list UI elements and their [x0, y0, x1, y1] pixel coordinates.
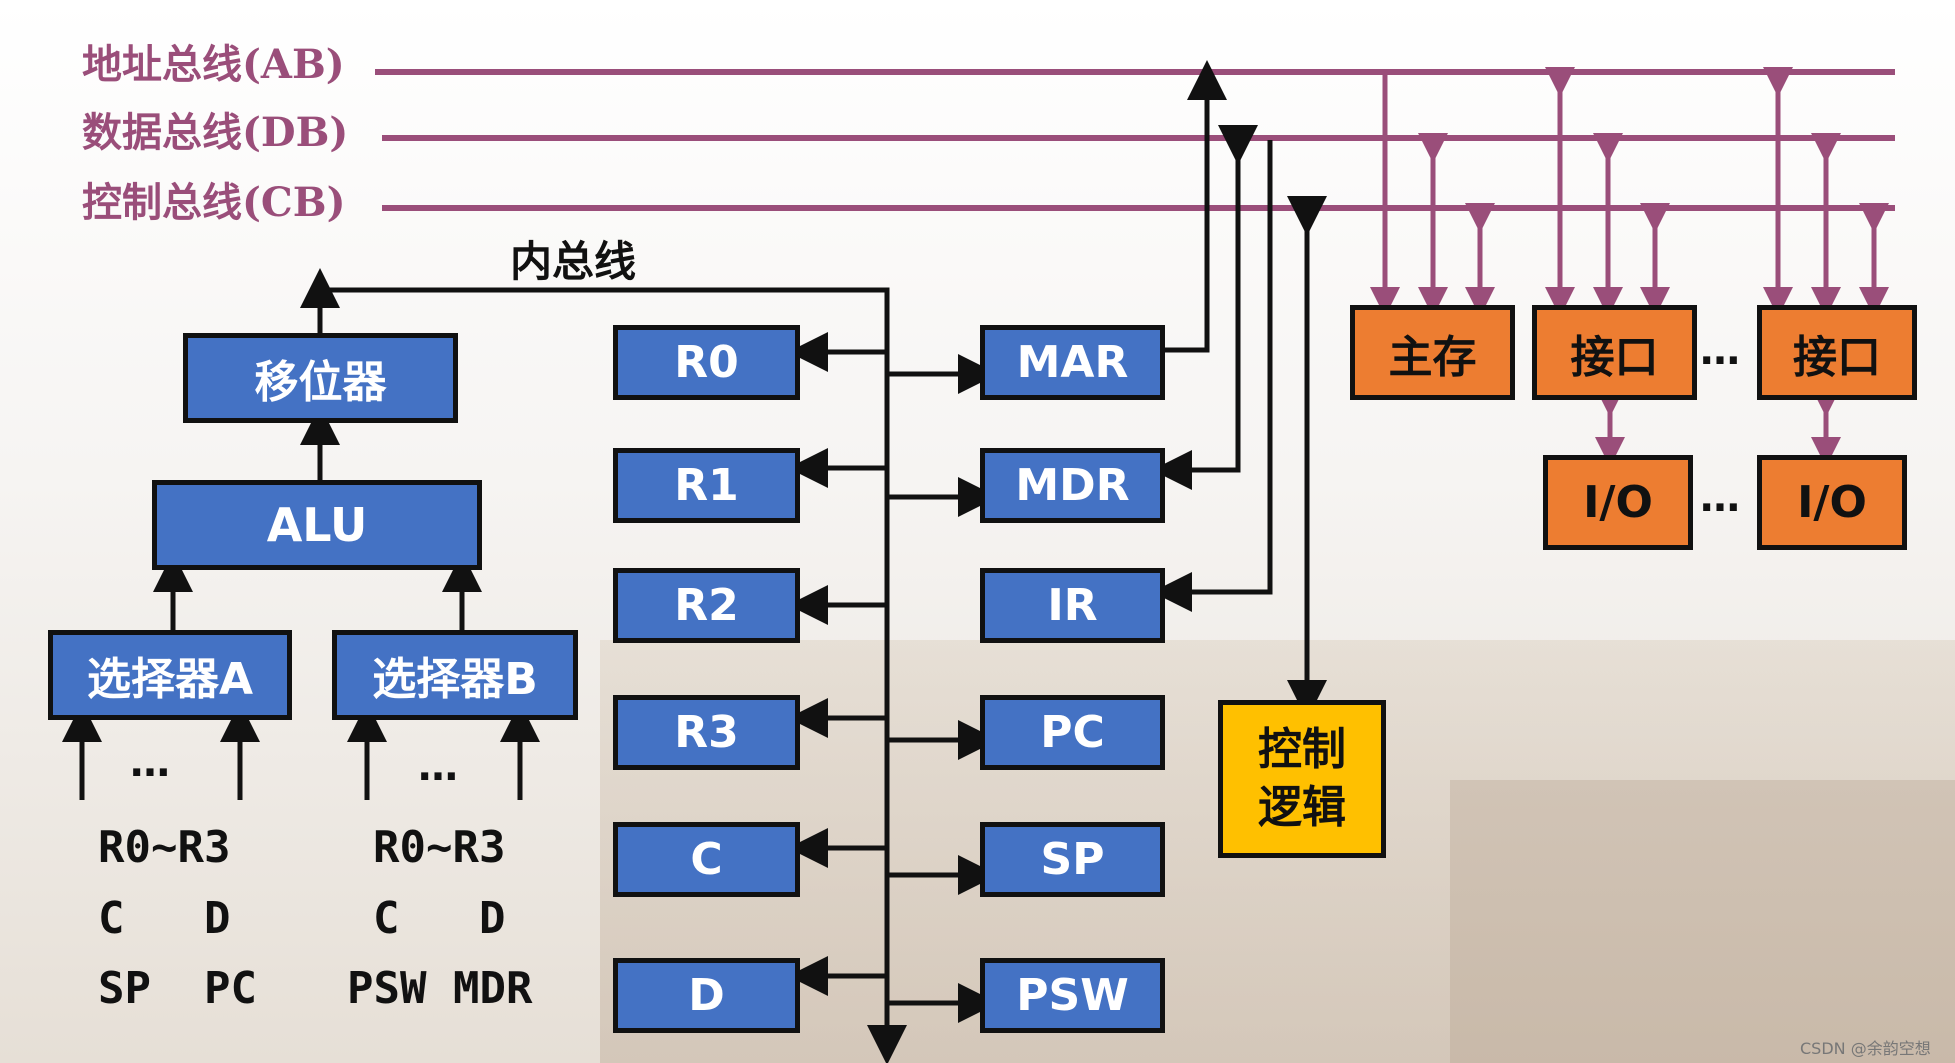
- alu-box: ALU: [152, 480, 482, 570]
- io-box-2: I/O: [1757, 455, 1907, 550]
- selector-a-input-1: R0~R3: [98, 822, 231, 873]
- register-c: C: [613, 822, 800, 897]
- bus-taps: [1370, 67, 1889, 467]
- selector-b-input-3: PSW MDR: [347, 963, 533, 1014]
- system-buses: [375, 69, 1895, 211]
- register-mar: MAR: [980, 325, 1165, 400]
- io-box-1: I/O: [1543, 455, 1693, 550]
- data-bus-label: 数据总线(DB): [82, 109, 349, 156]
- control-logic-box: 控制 逻辑: [1218, 700, 1386, 858]
- register-pc: PC: [980, 695, 1165, 770]
- address-bus-label: 地址总线(AB): [82, 41, 345, 88]
- register-r1: R1: [613, 448, 800, 523]
- selector-a-box: 选择器A: [48, 630, 292, 720]
- selector-b-box: 选择器B: [332, 630, 578, 720]
- io-ellipsis: …: [1700, 475, 1740, 521]
- register-sp: SP: [980, 822, 1165, 897]
- register-r2: R2: [613, 568, 800, 643]
- interface-box-2: 接口: [1757, 305, 1917, 400]
- selector-a-input-3: SP PC: [98, 963, 257, 1014]
- register-psw: PSW: [980, 958, 1165, 1033]
- selector-b-ellipsis: …: [418, 744, 458, 790]
- internal-bus-label: 内总线: [510, 237, 637, 286]
- shifter-box: 移位器: [183, 333, 458, 423]
- selector-b-input-1: R0~R3: [373, 822, 506, 873]
- main-memory-box: 主存: [1350, 305, 1515, 400]
- internal-lines: [62, 60, 1327, 1063]
- selector-a-input-2: C D: [98, 893, 231, 944]
- register-r0: R0: [613, 325, 800, 400]
- background-building-2: [1450, 780, 1955, 1063]
- register-d: D: [613, 958, 800, 1033]
- control-bus-label: 控制总线(CB): [82, 179, 346, 226]
- selector-a-ellipsis: …: [130, 740, 170, 786]
- selector-b-input-2: C D: [373, 893, 506, 944]
- register-mdr: MDR: [980, 448, 1165, 523]
- register-r3: R3: [613, 695, 800, 770]
- register-ir: IR: [980, 568, 1165, 643]
- interface-box-1: 接口: [1532, 305, 1697, 400]
- interface-ellipsis: …: [1700, 328, 1740, 374]
- watermark: CSDN @余韵空想: [1800, 1039, 1931, 1058]
